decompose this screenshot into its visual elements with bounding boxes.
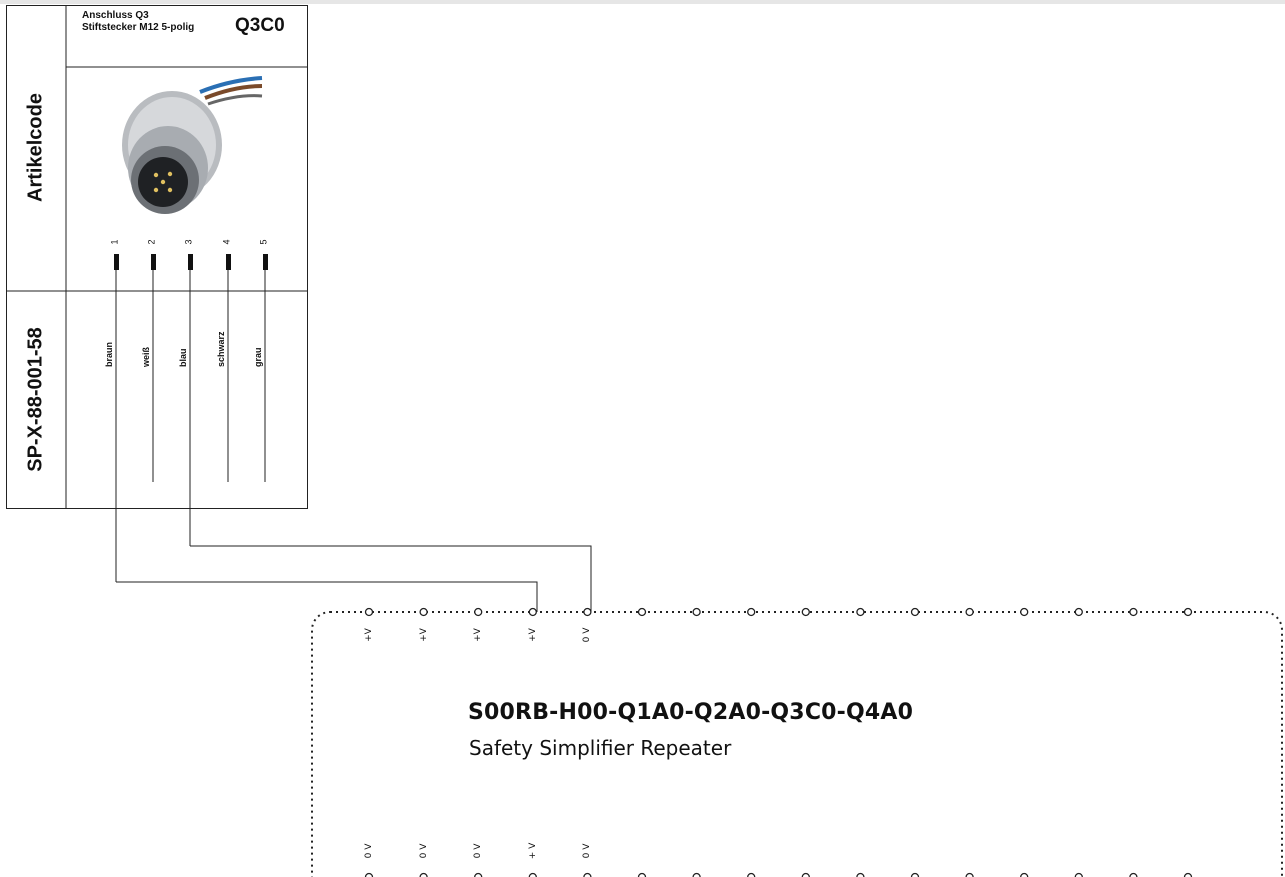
top-terminal-label-3: +V [473, 628, 484, 642]
bottom-terminal-12 [965, 872, 974, 877]
bottom-terminal-label-5: 0 V [582, 843, 593, 859]
top-toolbar-strip [0, 0, 1285, 4]
wire-label-braun: braun [104, 341, 114, 367]
wire-label-grau: grau [253, 347, 263, 367]
pin-marker-1 [114, 254, 119, 270]
wire-braun-to-terminal-4 [116, 581, 538, 612]
bottom-terminal-4 [528, 872, 537, 877]
top-terminal-1 [364, 607, 374, 617]
wire-blau-to-terminal-5 [190, 545, 592, 612]
top-terminal-11 [910, 607, 920, 617]
connector-header-line1: Anschluss Q3 [82, 10, 149, 21]
bottom-terminal-11 [910, 872, 920, 877]
top-terminal-7 [692, 607, 701, 617]
pin-marker-3 [188, 254, 193, 270]
top-terminal-10 [856, 607, 865, 617]
bottom-terminal-13 [1020, 872, 1029, 877]
top-terminal-label-5: 0 V [582, 627, 593, 643]
bottom-terminal-14 [1074, 872, 1083, 877]
top-terminal-4 [528, 607, 537, 617]
side-label-artikelcode: Artikelcode [24, 93, 47, 202]
top-terminal-5 [583, 607, 592, 617]
bottom-terminal-label-4: + V [527, 842, 538, 860]
connector-header-line2: Stiftstecker M12 5-polig [82, 22, 195, 33]
connector-photo [122, 76, 263, 226]
top-terminal-12 [965, 607, 974, 617]
top-terminal-label-1: +V [364, 628, 374, 642]
top-terminal-2 [419, 607, 428, 617]
top-terminal-label-4: +V [527, 628, 538, 642]
bottom-terminal-label-1: 0 V [364, 843, 374, 859]
bottom-terminal-15 [1129, 872, 1138, 877]
pin-marker-4 [226, 254, 231, 270]
pin-number-2: 2 [146, 239, 157, 245]
pin-marker-5 [263, 254, 268, 270]
side-label-article-number: SP-X-88-001-58 [24, 327, 47, 472]
bottom-terminal-1 [364, 872, 374, 877]
top-terminal-16 [1183, 607, 1193, 617]
top-terminal-8 [747, 607, 756, 617]
top-terminal-14 [1074, 607, 1083, 617]
top-terminal-15 [1129, 607, 1138, 617]
pin-number-4: 4 [221, 239, 232, 245]
bottom-terminal-8 [747, 872, 756, 877]
bottom-terminal-6 [637, 872, 647, 877]
module-subtitle: Safety Simplifier Repeater [469, 736, 732, 760]
top-terminal-label-2: +V [418, 628, 429, 642]
bottom-terminal-7 [692, 872, 701, 877]
pin-number-3: 3 [183, 239, 194, 245]
top-terminal-6 [637, 607, 647, 617]
pin-marker-2 [151, 254, 156, 270]
wire-label-blau: blau [178, 348, 188, 367]
bottom-terminal-3 [474, 872, 483, 877]
pin-number-5: 5 [258, 239, 269, 245]
top-terminal-9 [801, 607, 810, 617]
top-terminal-13 [1020, 607, 1029, 617]
bottom-terminal-10 [856, 872, 865, 877]
bottom-terminal-16 [1183, 872, 1193, 877]
bottom-terminal-label-2: 0 V [418, 843, 429, 859]
connector-code: Q3C0 [235, 15, 285, 36]
bottom-terminal-label-3: 0 V [473, 843, 484, 859]
bottom-terminal-2 [419, 872, 428, 877]
wire-label-weiss: weiß [141, 346, 151, 367]
bottom-terminal-9 [801, 872, 810, 877]
wire-label-schwarz: schwarz [216, 331, 226, 367]
top-terminal-3 [474, 607, 483, 617]
module-title: S00RB-H00-Q1A0-Q2A0-Q3C0-Q4A0 [468, 700, 914, 725]
pin-number-1: 1 [109, 239, 120, 245]
module-outline [311, 611, 1283, 877]
bottom-terminal-5 [583, 872, 592, 877]
